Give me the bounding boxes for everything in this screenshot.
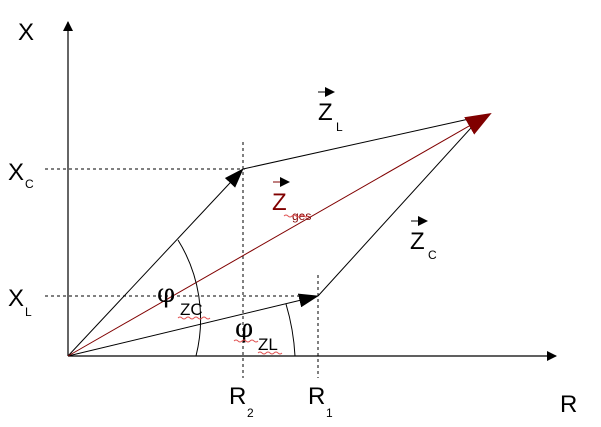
svg-text:Z: Z	[318, 99, 333, 126]
svg-text:1: 1	[326, 406, 333, 420]
svg-text:ges: ges	[292, 209, 311, 223]
svg-text:L: L	[25, 305, 32, 319]
zges-spellcheck-squiggle	[283, 214, 309, 218]
svg-text:ZC: ZC	[180, 300, 203, 319]
r1-label: R 1	[308, 383, 333, 420]
phi-zc-arc	[177, 239, 202, 357]
phi-zl-spellcheck-squiggle	[233, 339, 259, 343]
svg-text:C: C	[25, 177, 34, 191]
zc-vector-from-origin	[67, 168, 244, 357]
phi-zl-label: φ ZL	[233, 314, 283, 355]
svg-text:φ: φ	[157, 279, 175, 309]
svg-text:R: R	[308, 383, 325, 410]
svg-text:Z: Z	[410, 228, 425, 255]
svg-text:C: C	[428, 248, 437, 262]
zges-resultant-vector	[67, 113, 492, 357]
svg-text:ZL: ZL	[258, 335, 278, 354]
phi-zl-arc	[285, 303, 296, 357]
x-axis-label: R	[560, 391, 577, 418]
y-axis-label: X	[18, 19, 34, 46]
svg-text:2: 2	[247, 406, 254, 420]
r2-label: R 2	[229, 383, 254, 420]
svg-text:Z: Z	[272, 189, 287, 216]
zges-vector-label: Z ges	[272, 177, 311, 223]
svg-text:X: X	[8, 285, 24, 312]
svg-text:φ: φ	[235, 314, 253, 344]
svg-text:R: R	[229, 383, 246, 410]
svg-text:L: L	[336, 120, 343, 134]
xl-label: X L	[8, 285, 32, 319]
phi-zc-spellcheck-squiggle	[177, 316, 211, 320]
zc-vector-shifted	[317, 117, 481, 297]
zl-vector-from-origin	[67, 293, 319, 357]
zc-vector-label: Z C	[410, 216, 437, 262]
zl-vector-shifted	[242, 116, 479, 170]
phi-zc-label: φ ZC	[157, 279, 211, 320]
phi-zl-sub-spellcheck-squiggle	[257, 351, 283, 355]
svg-text:X: X	[8, 159, 24, 186]
xc-label: X C	[8, 159, 34, 191]
zl-vector-label: Z L	[318, 87, 343, 134]
